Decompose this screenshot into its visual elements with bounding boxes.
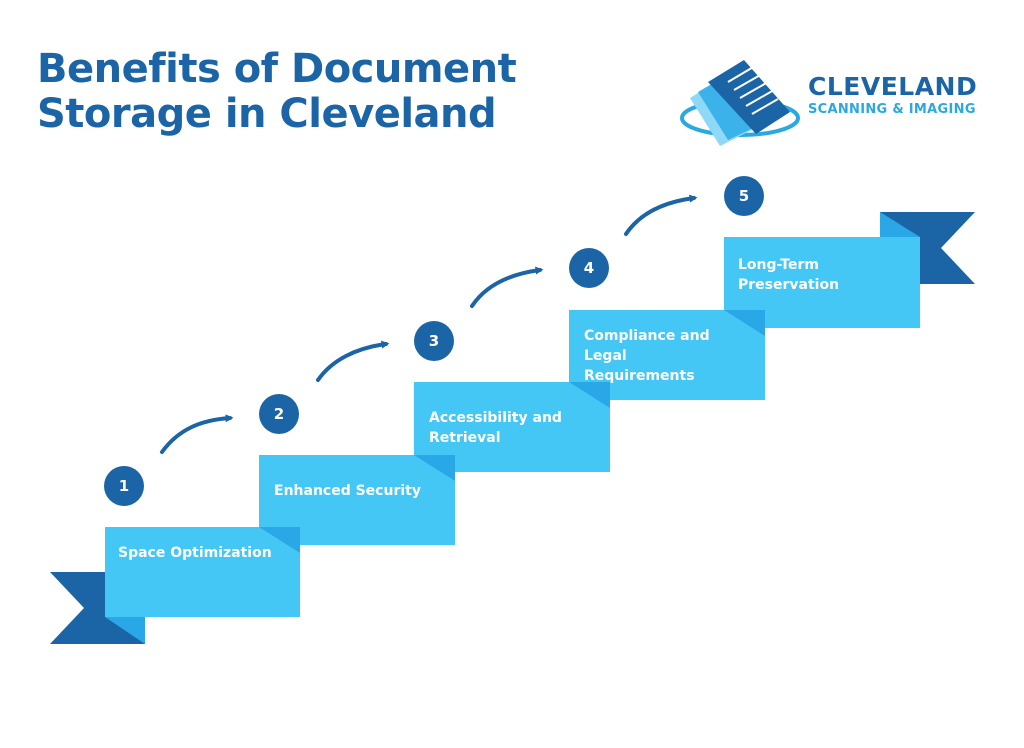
page-title-line-2: Storage in Cleveland bbox=[37, 91, 497, 137]
arrow-4-5 bbox=[624, 194, 698, 236]
brand-name: CLEVELAND bbox=[808, 72, 978, 101]
arrow-3-4 bbox=[470, 266, 544, 308]
document-stack-icon bbox=[680, 60, 800, 146]
step-fold-1 bbox=[105, 617, 145, 644]
step-number-badge-3: 3 bbox=[414, 321, 454, 361]
step-number-badge-1: 1 bbox=[104, 466, 144, 506]
step-number-badge-5: 5 bbox=[724, 176, 764, 216]
step-fold-3 bbox=[414, 455, 455, 481]
step-number-badge-2: 2 bbox=[259, 394, 299, 434]
step-fold-5 bbox=[724, 310, 765, 336]
step-fold-top bbox=[880, 212, 920, 237]
step-fold-2 bbox=[259, 527, 300, 553]
arrow-1-2 bbox=[160, 414, 234, 454]
step-label-3: Accessibility and Retrieval bbox=[429, 410, 562, 446]
step-label-2: Enhanced Security bbox=[274, 483, 421, 499]
step-label-5: Long-Term Preservation bbox=[738, 257, 840, 293]
step-label-4: Compliance and Legal Requirements bbox=[584, 328, 710, 384]
step-number-badge-4: 4 bbox=[569, 248, 609, 288]
arrow-2-3 bbox=[316, 340, 390, 382]
brand-tagline: SCANNING & IMAGING bbox=[808, 102, 976, 117]
page-title-line-1: Benefits of Document bbox=[37, 46, 517, 92]
step-label-1: Space Optimization bbox=[118, 545, 272, 561]
step-fold-4 bbox=[569, 382, 610, 408]
